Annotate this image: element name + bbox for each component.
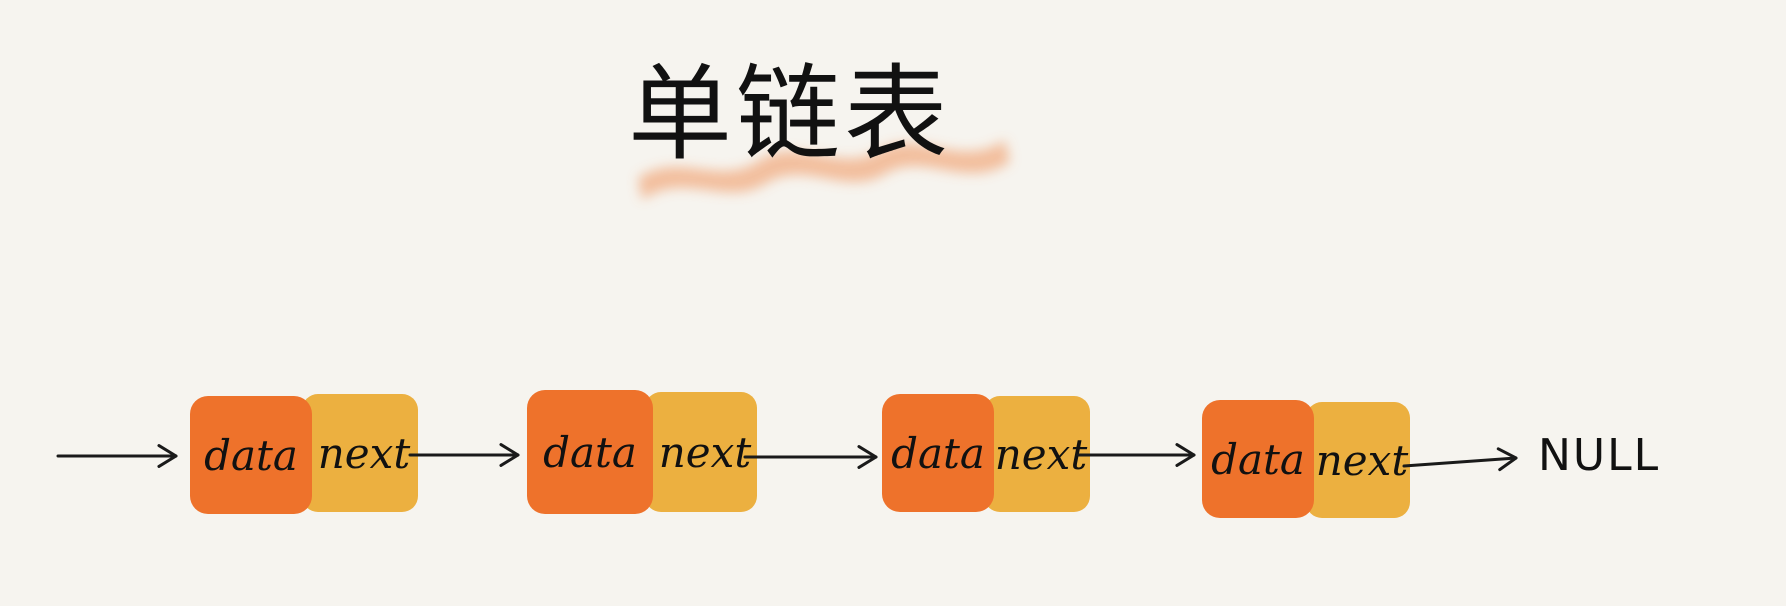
list-node: data next [190, 394, 418, 514]
data-cell [190, 396, 312, 514]
pointer-arrow [408, 443, 520, 467]
list-node: data next [527, 390, 757, 514]
next-label: next [1316, 436, 1409, 485]
title-highlight [638, 140, 1010, 200]
pointer-arrow [743, 445, 878, 469]
arrows-layer [56, 443, 1518, 472]
null-label: NULL [1538, 430, 1660, 481]
arrow-head-icon [157, 444, 178, 468]
arrow-head-icon [499, 443, 520, 467]
data-cell [527, 390, 653, 514]
pointer-arrow [1076, 443, 1196, 467]
data-label: data [891, 429, 985, 478]
data-label: data [543, 428, 637, 477]
next-label: next [995, 430, 1088, 479]
next-label: next [659, 428, 752, 477]
next-cell [645, 392, 757, 512]
data-label: data [204, 431, 298, 480]
page-title: 单链表 [628, 53, 952, 175]
next-cell [984, 396, 1090, 512]
pointer-arrow [1402, 447, 1518, 472]
arrow-head-icon [1496, 447, 1518, 472]
data-label: data [1211, 435, 1305, 484]
data-cell [1202, 400, 1314, 518]
next-label: next [318, 429, 411, 478]
arrow-head-icon [1175, 443, 1196, 467]
arrow-head-icon [857, 445, 878, 469]
next-cell [302, 394, 418, 512]
data-cell [882, 394, 994, 512]
pointer-arrow [56, 444, 178, 468]
next-cell [1306, 402, 1410, 518]
